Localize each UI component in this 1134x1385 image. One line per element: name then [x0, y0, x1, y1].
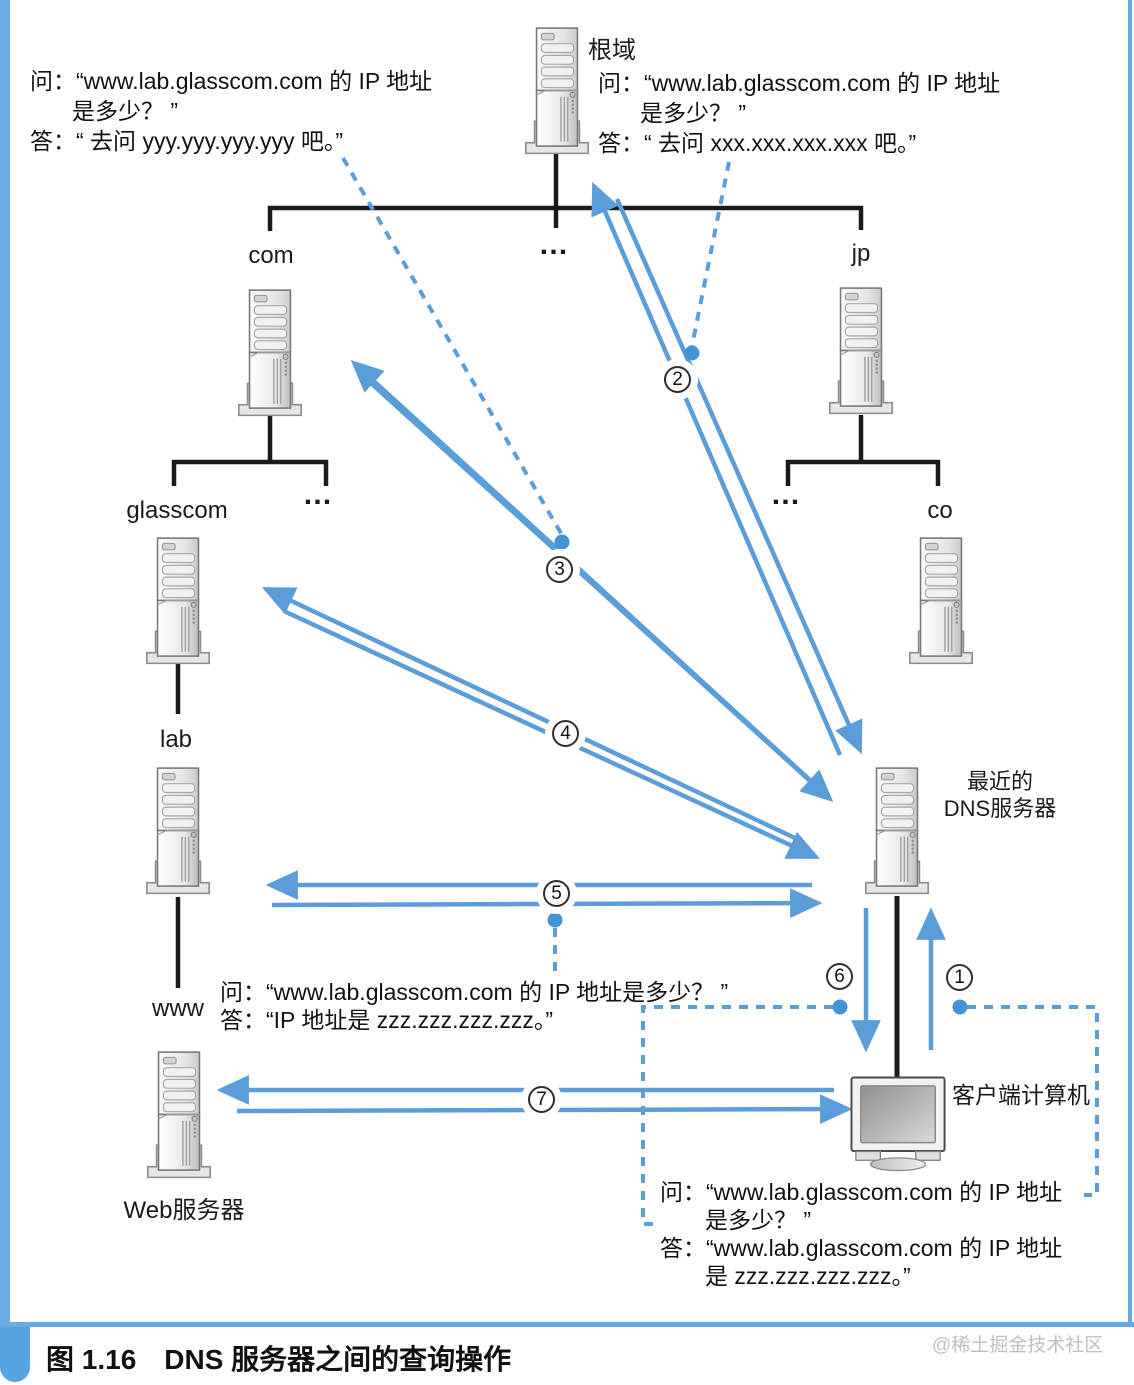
question-line2: 是多少？ ” — [72, 98, 179, 124]
connector-step-3 — [341, 156, 564, 537]
nearest-dns-server-icon — [858, 766, 936, 896]
query-arrows — [216, 181, 946, 1124]
watermark: @稀土掘金技术社区 — [932, 1335, 1104, 1356]
jp-children-ellipsis: … — [770, 478, 802, 511]
figure-border-left — [0, 0, 10, 1323]
connector-dots — [547, 345, 968, 1015]
client-computer-icon — [850, 1076, 948, 1174]
connector-step-6 — [641, 1005, 833, 1226]
www-label: www — [152, 995, 204, 1022]
jp-label: jp — [851, 240, 871, 267]
web-server-label: Web服务器 — [123, 1197, 245, 1224]
step-badge-3: 3 — [546, 556, 573, 583]
com-children-ellipsis: … — [302, 478, 334, 511]
nearest-dns-server-label: 最近的 DNS服务器 — [930, 768, 1070, 822]
answer-line: 答：“ 去问 yyy.yyy.yyy.yyy 吧。” — [30, 128, 344, 154]
jp-dns-server-icon — [822, 286, 900, 416]
domain-tree-lines — [171, 148, 941, 1079]
connector-step-1 — [967, 1005, 1099, 1197]
arrow-step-2 — [591, 181, 863, 756]
answer-line: 答：“ 去问 xxx.xxx.xxx.xxx 吧。” — [598, 130, 917, 156]
annotation-connectors — [341, 156, 1099, 1226]
question-line: 问：“www.lab.glasscom.com 的 IP 地址是多少？ ” — [220, 979, 729, 1005]
arrow-step-5 — [265, 870, 823, 918]
client-computer-label: 客户端计算机 — [952, 1082, 1090, 1108]
glasscom-dns-server-icon — [139, 536, 217, 666]
step-badge-6: 6 — [826, 963, 853, 990]
root-reply-right-text: 问：“www.lab.glasscom.com 的 IP 地址 是多少？ ” 答… — [598, 68, 1000, 158]
question-line: 问：“www.lab.glasscom.com 的 IP 地址 — [660, 1179, 1063, 1205]
figure-caption: 图 1.16 DNS 服务器之间的查询操作 — [46, 1344, 512, 1375]
root-domain-label: 根域 — [588, 37, 636, 64]
web-server-icon — [140, 1050, 218, 1180]
lab-dns-server-icon — [139, 766, 217, 896]
lab-query-text: 问：“www.lab.glasscom.com 的 IP 地址是多少？ ” 答：… — [220, 978, 728, 1034]
answer-line2: 是 zzz.zzz.zzz.zzz。” — [705, 1263, 911, 1289]
question-line2: 是多少？ ” — [705, 1207, 812, 1233]
step-badge-1: 1 — [946, 964, 973, 991]
co-dns-server-icon — [902, 536, 980, 666]
figure-separator-line — [0, 1322, 1134, 1327]
arrow-step-3 — [350, 359, 834, 803]
nearest-dns-line1: 最近的 — [966, 769, 1033, 794]
com-dns-server-icon — [231, 288, 309, 418]
step-badge-4: 4 — [552, 720, 579, 747]
root-reply-left-text: 问：“www.lab.glasscom.com 的 IP 地址 是多少？ ” 答… — [30, 66, 432, 156]
top-ellipsis: … — [538, 228, 570, 261]
question-line: 问：“www.lab.glasscom.com 的 IP 地址 — [598, 70, 1001, 96]
co-label: co — [927, 497, 953, 524]
answer-line: 答：“www.lab.glasscom.com 的 IP 地址 — [660, 1235, 1063, 1261]
connector-step-2 — [690, 161, 731, 347]
client-query-text: 问：“www.lab.glasscom.com 的 IP 地址 是多少？ ” 答… — [660, 1178, 1062, 1290]
lab-label: lab — [159, 726, 193, 753]
question-line2: 是多少？ ” — [640, 100, 747, 126]
step-badge-7: 7 — [528, 1086, 555, 1113]
arrow-step-4 — [261, 586, 821, 860]
glasscom-label: glasscom — [126, 497, 228, 524]
nearest-dns-line2: DNS服务器 — [943, 796, 1057, 821]
root-dns-server-icon — [518, 26, 596, 156]
step-badge-5: 5 — [543, 880, 570, 907]
answer-line: 答：“IP 地址是 zzz.zzz.zzz.zzz。” — [220, 1007, 554, 1033]
com-label: com — [248, 242, 294, 269]
step-badge-2: 2 — [664, 366, 691, 393]
figure-caption-tab — [0, 1327, 30, 1382]
question-line: 问：“www.lab.glasscom.com 的 IP 地址 — [30, 68, 433, 94]
figure-border-right — [1128, 0, 1132, 1323]
